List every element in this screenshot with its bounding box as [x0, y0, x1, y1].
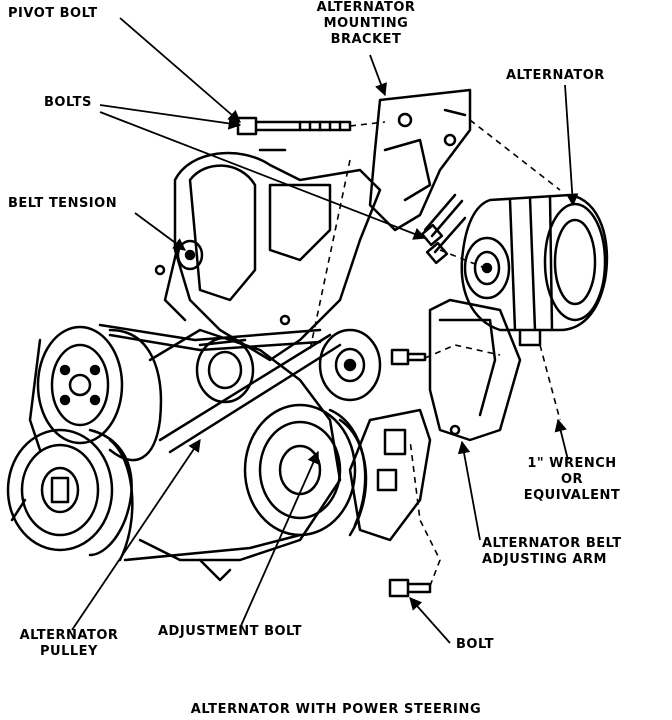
adjustment-bolt-part [390, 348, 427, 366]
leader-lines [71, 17, 579, 644]
power-steering-pulley [243, 403, 368, 537]
idler-pulley [318, 328, 382, 402]
alignment-lines [309, 119, 561, 587]
label-line: PULLEY [40, 644, 98, 659]
alternator-leader [564, 84, 579, 207]
pivot-bolt-leader [119, 17, 241, 123]
label-alternator: ALTERNATOR [506, 68, 605, 83]
wrench-leader [554, 418, 569, 461]
label-line: BRACKET [330, 32, 402, 47]
label-adjusting-arm: ALTERNATOR BELT ADJUSTING ARM [482, 536, 622, 568]
label-line: ALTERNATOR BELT [482, 536, 622, 551]
bracket-leader [369, 54, 387, 97]
bolts-leader-1 [99, 104, 242, 130]
alt-pulley-leader [71, 438, 201, 631]
label-line: ADJUSTING ARM [482, 552, 607, 567]
label-line: OR [560, 472, 584, 487]
adjustment-bolt-leader [239, 450, 320, 629]
bolts-leader-2 [99, 111, 427, 240]
label-belt-tension: BELT TENSION [8, 196, 118, 211]
label-line: ALTERNATOR [316, 0, 416, 15]
belt-tension-leader [134, 212, 187, 251]
label-bolts: BOLTS [44, 95, 92, 110]
engine-details [154, 148, 291, 582]
engine-housing [138, 151, 382, 562]
label-line: 1" WRENCH [527, 456, 617, 471]
label-adjustment-bolt: ADJUSTMENT BOLT [158, 624, 303, 639]
lower-pulley-stack [6, 428, 134, 562]
belt-tension-pulley [163, 239, 204, 322]
alternator-pulley [463, 236, 511, 300]
lower-bolt [388, 578, 432, 598]
upper-bolts [420, 193, 467, 265]
figure-caption: ALTERNATOR WITH POWER STEERING [190, 702, 482, 717]
label-pivot-bolt: PIVOT BOLT [8, 6, 98, 21]
label-line: ALTERNATOR [19, 628, 119, 643]
label-line: MOUNTING [323, 16, 409, 31]
crank-pulley [28, 325, 163, 462]
alternator-mounting-bracket [368, 88, 472, 232]
drive-belt [10, 323, 342, 562]
adj-arm-leader [457, 440, 481, 541]
bolt-leader [409, 597, 451, 644]
label-wrench: 1" WRENCH OR EQUIVALENT [510, 456, 634, 504]
adjusting-arm [428, 298, 522, 442]
pivot-bolt [236, 116, 352, 136]
label-alternator-pulley: ALTERNATOR PULLEY [4, 628, 134, 660]
label-bolt: BOLT [456, 637, 494, 652]
label-line: EQUIVALENT [523, 488, 621, 503]
lower-bracket [348, 408, 432, 542]
label-alternator-mounting-bracket: ALTERNATOR MOUNTING BRACKET [300, 0, 432, 48]
